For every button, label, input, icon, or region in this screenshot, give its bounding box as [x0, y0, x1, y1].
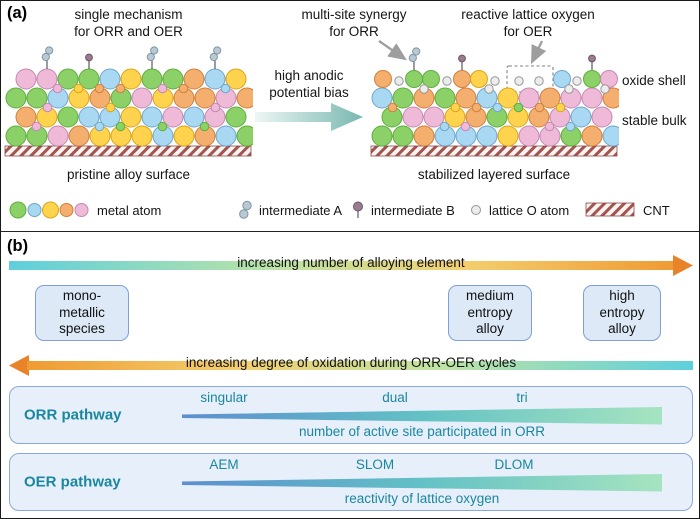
- pristine-surface-caption: pristine alloy surface: [66, 167, 191, 182]
- panel-a-left-heading: single mechanism for ORR and OER: [74, 7, 183, 39]
- oxidation-gradient-arrow: [9, 355, 693, 376]
- orr-caption: number of active site participated in OR…: [298, 424, 546, 439]
- orr-pathway-panel: ORR pathway singular dual tri number of …: [9, 386, 693, 444]
- box-monometallic: mono- metallic species: [35, 285, 129, 341]
- alloying-arrow-label: increasing number of alloying element: [237, 255, 465, 270]
- box-high-entropy: high entropy alloy: [583, 285, 661, 341]
- legend-cnt: CNT: [585, 197, 670, 223]
- orr-panel-title: ORR pathway: [24, 406, 122, 424]
- oer-stage-aem: AEM: [209, 457, 239, 472]
- orr-stage-dual: dual: [382, 390, 408, 405]
- legend-metal-label: metal atom: [97, 202, 162, 218]
- legend-intermediate-b: intermediate B: [351, 197, 455, 223]
- oxidation-arrow-label: increasing degree of oxidation during OR…: [185, 355, 517, 370]
- transition-arrow: [255, 103, 363, 131]
- oer-panel-title: OER pathway: [24, 473, 121, 491]
- metal-atom-icon: [9, 201, 89, 219]
- panel-a-orr-heading: multi-site synergy for ORR: [301, 7, 407, 39]
- panel-b-tag: (b): [7, 237, 29, 255]
- legend-metal-atom: metal atom: [9, 197, 161, 223]
- legend-cnt-label: CNT: [643, 202, 670, 218]
- cnt-swatch-icon: [585, 202, 635, 217]
- intermediate-a-icon: [239, 200, 252, 219]
- legend-intermediate-a-label: intermediate A: [259, 202, 343, 218]
- panel-divider: [1, 231, 699, 232]
- layered-surface-cluster: [370, 47, 619, 157]
- box-medium-entropy: medium entropy alloy: [448, 285, 532, 341]
- orr-stage-tri: tri: [516, 390, 528, 405]
- cnt-substrate-bar: [4, 145, 252, 157]
- legend-lattice-o: lattice O atom: [469, 197, 569, 223]
- transition-arrow-shape: [255, 103, 363, 131]
- cnt-substrate-bar: [370, 145, 618, 157]
- left-arrowhead: [9, 355, 29, 376]
- orr-stage-singular: singular: [200, 390, 248, 405]
- stable-bulk-label: stable bulk: [622, 113, 687, 128]
- alloying-gradient-arrow: [9, 255, 693, 276]
- orr-wedge: [182, 407, 662, 425]
- panel-a-oer-heading: reactive lattice oxygen for OER: [461, 7, 595, 39]
- oer-wedge: [182, 474, 662, 492]
- oer-caption: reactivity of lattice oxygen: [344, 491, 500, 506]
- panel-a-arrow-label: high anodic potential bias: [269, 68, 349, 100]
- oer-pathway-panel: OER pathway AEM SLOM DLOM reactivity of …: [9, 453, 693, 511]
- legend-lattice-o-label: lattice O atom: [489, 202, 570, 218]
- panel-a-tag: (a): [7, 4, 28, 22]
- legend-intermediate-b-label: intermediate B: [371, 202, 455, 218]
- intermediate-b-icon: [353, 201, 363, 218]
- legend-intermediate-a: intermediate A: [237, 197, 342, 223]
- oxide-shell-label: oxide shell: [622, 73, 686, 88]
- stabilized-surface-caption: stabilized layered surface: [417, 167, 571, 182]
- right-arrowhead: [673, 255, 693, 276]
- lattice-o-icon: [471, 205, 481, 215]
- pristine-alloy-cluster: [4, 46, 253, 157]
- oer-stage-dlom: DLOM: [494, 457, 534, 472]
- oer-stage-slom: SLOM: [355, 457, 395, 472]
